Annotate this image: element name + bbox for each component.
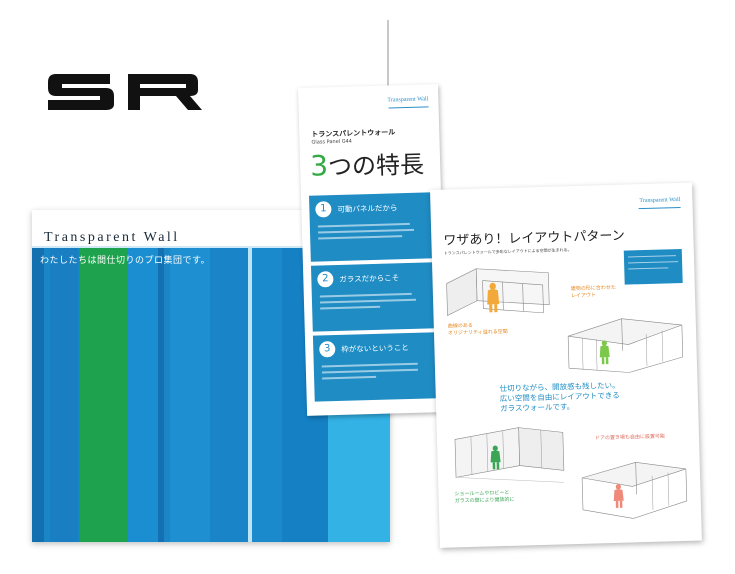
features-kicker-en: Glass Panel G44 (311, 138, 353, 146)
feature-text-line (321, 362, 418, 367)
feature-title: ガラスだからこそ (339, 273, 400, 284)
note-text-line (628, 261, 679, 264)
brand-rule (388, 106, 429, 109)
feature-number-badge: 3 (319, 341, 336, 358)
feature-text-line (317, 222, 410, 227)
layout-note-box (623, 248, 683, 285)
illustration-corner-green (567, 318, 684, 373)
caption-line: ガラスの壁により開放的に (454, 496, 515, 504)
feature-text-line (321, 368, 418, 373)
feature-text-line (319, 292, 412, 297)
layout-page-brand: Transparent Wall (639, 197, 681, 205)
cover-title: Transparent Wall (44, 230, 180, 245)
cover-copy: わたしたちは間仕切りのプロ集団です。 (40, 256, 211, 266)
feature-block-2: 2 ガラスだからこそ (310, 262, 437, 332)
caption-showroom: ショールームやロビーと ガラスの壁により開放的に (454, 490, 514, 505)
brand-rule (638, 207, 681, 210)
layout-lead: トランスパレントウォールで多彩なレイアウトによる空間が生まれる。 (443, 247, 572, 256)
sr-logo (48, 74, 202, 110)
cover-stripes (32, 246, 390, 542)
caption-door: ドアの置き場も自由に設置可能 (595, 434, 665, 442)
feature-number-badge: 1 (315, 201, 332, 218)
headline-text: つの特長 (327, 150, 425, 182)
layout-center-copy: 仕切りながら、開放感も残したい。 広い空間を自由にレイアウトできる ガラスウォー… (499, 381, 620, 415)
illustration-showroom-green (454, 427, 565, 483)
features-kicker: トランスパレントウォール (311, 128, 396, 139)
caption-flow: 曲線のある オリジナリティ溢れる空間 (448, 322, 508, 337)
feature-block-3: 3 枠がないということ (312, 332, 439, 402)
feature-text-line (318, 228, 415, 233)
illustration-room-orange (446, 268, 550, 317)
center-copy-line: ガラスウォールです。 (500, 402, 575, 414)
note-text-line (627, 255, 676, 258)
feature-text-line (320, 305, 381, 309)
headline-number: 3 (309, 149, 329, 183)
note-text-line (628, 267, 669, 270)
features-page-brand: Transparent Wall (387, 96, 429, 104)
feature-text-line (322, 375, 377, 379)
caption-line: ドアの置き場も自由に設置可能 (594, 433, 666, 442)
illustration-door-red (581, 462, 688, 519)
layout-page: Transparent Wall ワザあり！レイアウトパターン トランスパレント… (430, 182, 702, 548)
feature-title: 枠がないということ (341, 343, 409, 354)
feature-text-line (318, 235, 403, 239)
caption-line: レイアウト (570, 291, 597, 299)
feature-block-1: 1 可動パネルだから (309, 192, 435, 262)
feature-number-badge: 2 (317, 271, 334, 288)
feature-text-line (319, 298, 416, 303)
features-page: Transparent Wall トランスパレントウォール Glass Pane… (298, 84, 448, 416)
caption-line: オリジナリティ溢れる空間 (447, 328, 508, 337)
features-headline: 3つの特長 (309, 145, 425, 183)
brochure-spine-line (387, 20, 389, 112)
feature-title: 可動パネルだから (337, 203, 398, 214)
brochure-cover: Transparent Wall わたしたちは間仕切りのプロ集団です。 (32, 210, 390, 542)
layout-headline: ワザあり！レイアウトパターン (443, 228, 625, 249)
caption-building-shape: 建物の形に合わせた レイアウト (571, 285, 616, 299)
